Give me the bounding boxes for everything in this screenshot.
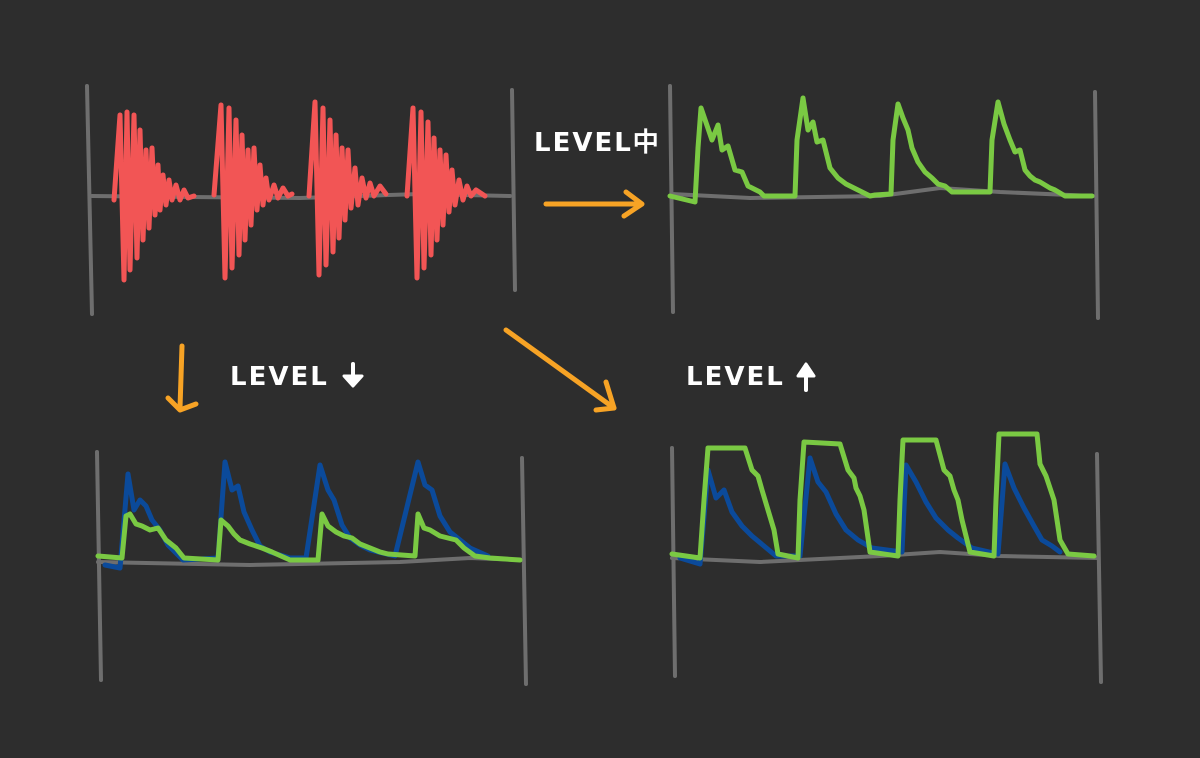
axis-right xyxy=(1095,452,1103,684)
panel-level-up xyxy=(669,431,1103,684)
panel-level-mid xyxy=(667,84,1100,320)
label-level-mid: LEVEL中 xyxy=(534,128,661,158)
arrow-up-icon xyxy=(796,362,816,392)
envelope-blue xyxy=(677,455,1063,567)
label-level-up: LEVEL xyxy=(686,362,785,392)
axis-left xyxy=(670,446,677,678)
label-level-down: LEVEL xyxy=(230,362,329,392)
envelope-blue xyxy=(102,459,491,571)
arrow-to-level-down xyxy=(165,343,199,413)
axis-right xyxy=(510,88,517,292)
panel-source xyxy=(85,84,517,316)
axis-baseline xyxy=(670,550,1100,564)
envelope-green xyxy=(669,431,1097,561)
axis-right xyxy=(1093,90,1100,320)
arrow-to-level-mid xyxy=(543,189,645,219)
panel-level-down xyxy=(95,450,528,686)
waveform-red xyxy=(111,99,488,283)
axis-left xyxy=(85,84,94,316)
axis-left xyxy=(95,450,103,682)
envelope-green xyxy=(95,511,523,563)
axis-left xyxy=(668,84,675,314)
arrow-to-level-up xyxy=(503,327,617,413)
arrow-down-icon xyxy=(342,362,364,388)
envelope-green xyxy=(667,95,1095,205)
axis-right xyxy=(520,456,528,686)
axis-baseline xyxy=(670,186,1095,200)
